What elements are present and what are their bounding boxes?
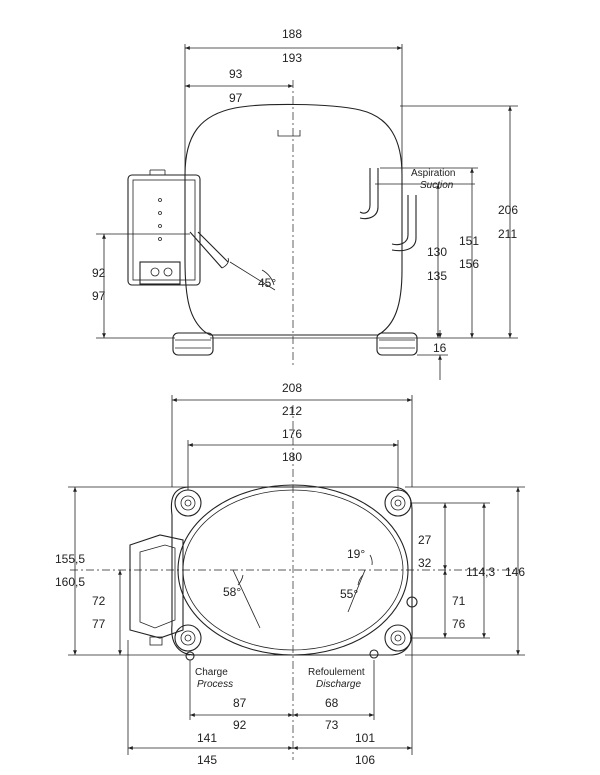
terminal-box-bottom — [129, 534, 184, 646]
angle-arc-58 — [237, 574, 244, 586]
top-offset-93: 93 — [229, 67, 243, 81]
discharge-label: Refoulement — [308, 667, 365, 678]
mount-width-176: 176 — [282, 427, 302, 441]
suction-tube-end — [406, 596, 418, 608]
bottom-left-87: 87 — [233, 696, 247, 710]
angle-58-label: 58° — [223, 585, 241, 599]
bottom-far-right-106: 106 — [355, 753, 375, 767]
top-inner-130: 130 — [427, 245, 447, 259]
angle-leader-45 — [229, 261, 276, 291]
right-low-76: 76 — [452, 617, 466, 631]
left-depth-155: 155,5 — [55, 552, 85, 566]
right-total-146: 146 — [505, 565, 525, 579]
terminal-box — [127, 169, 201, 286]
process-tube-end — [221, 257, 229, 269]
top-view: 45° Aspiration Suction 188 193 93 97 206… — [92, 27, 518, 380]
right-low-71: 71 — [452, 594, 466, 608]
charge-label-en: Process — [197, 679, 233, 690]
left-low-77: 77 — [92, 617, 106, 631]
right-small-27: 27 — [418, 533, 432, 547]
top-offset-97: 97 — [229, 91, 243, 105]
base-width-208: 208 — [282, 381, 302, 395]
top-width-193: 193 — [282, 51, 302, 65]
top-suction-151: 151 — [459, 234, 479, 248]
top-inner-135: 135 — [427, 269, 447, 283]
bottom-far-left-145: 145 — [197, 753, 217, 767]
top-feet — [172, 332, 418, 356]
top-terminal-92: 92 — [92, 266, 106, 280]
right-total-114: 114,3 — [466, 565, 495, 579]
top-cap-mark — [277, 130, 301, 137]
top-height-206: 206 — [498, 203, 518, 217]
top-width-188: 188 — [282, 27, 302, 41]
right-small-32: 32 — [418, 556, 432, 570]
discharge-label-en: Discharge — [316, 679, 361, 690]
angle-leader-58 — [232, 569, 261, 629]
process-tube — [189, 231, 229, 269]
angle-45-label: 45° — [258, 276, 276, 290]
bottom-right-68: 68 — [325, 696, 339, 710]
left-depth-160: 160,5 — [55, 575, 85, 589]
left-low-72: 72 — [92, 594, 106, 608]
top-shell — [184, 103, 403, 336]
angle-arc-45 — [261, 269, 275, 286]
top-suction-156: 156 — [459, 257, 479, 271]
angle-arc-55 — [357, 574, 364, 586]
bottom-left-92: 92 — [233, 718, 247, 732]
angle-19-label: 19° — [347, 547, 365, 561]
discharge-tube-end — [369, 649, 379, 659]
process-tube-end-bottom — [185, 651, 195, 661]
base-plate — [170, 486, 413, 656]
bottom-far-right-101: 101 — [355, 731, 375, 745]
suction-label: Aspiration — [411, 168, 455, 179]
shell-oval — [177, 484, 409, 656]
top-terminal-97: 97 — [92, 289, 106, 303]
angle-arc-19 — [369, 554, 373, 566]
bottom-right-73: 73 — [325, 718, 339, 732]
charge-label: Charge — [195, 667, 228, 678]
angle-leader-55 — [347, 569, 366, 613]
discharge-tube-top — [391, 195, 417, 252]
top-height-211: 211 — [498, 227, 517, 241]
top-foot-16: 16 — [433, 341, 447, 355]
bottom-far-left-141: 141 — [197, 731, 217, 745]
base-width-212: 212 — [282, 404, 302, 418]
bottom-view: 58° 55° 19° 208 212 176 180 155,5 160,5 … — [55, 381, 525, 767]
suction-label-en: Suction — [420, 180, 454, 191]
mount-width-180: 180 — [282, 450, 302, 464]
suction-tube — [359, 168, 379, 220]
angle-55-label: 55° — [340, 587, 358, 601]
